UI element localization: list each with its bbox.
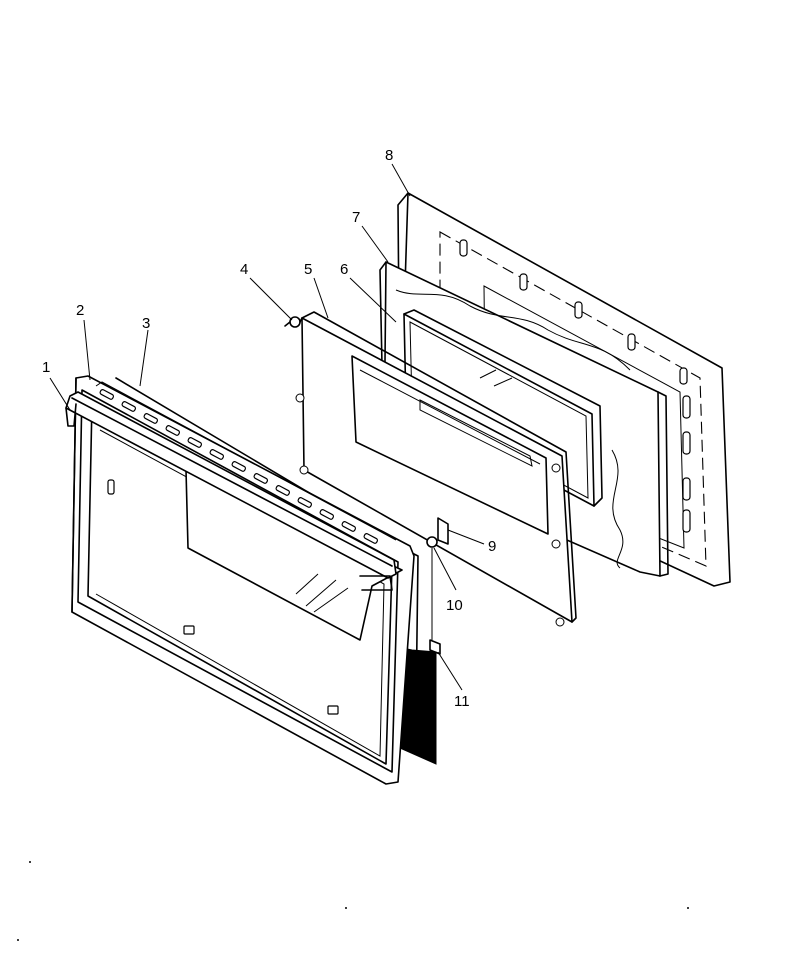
leader-4	[249, 277, 293, 321]
leader-6	[349, 277, 397, 323]
part-8-slots	[459, 239, 691, 533]
leader-8	[391, 163, 411, 197]
part-1-door-handle	[65, 391, 397, 591]
callout-4: 4	[240, 261, 248, 278]
callout-7: 7	[352, 209, 360, 226]
part-5-door-liner	[295, 311, 577, 627]
leader-11	[437, 651, 463, 691]
leader-2	[83, 319, 91, 381]
callout-11: 11	[454, 693, 470, 710]
callout-2: 2	[76, 302, 84, 319]
callout-9: 9	[488, 538, 496, 555]
callout-labels: 1 2 3 4 5 6 7 8 9 10 11	[42, 147, 496, 710]
part-2-vent-slots	[99, 389, 379, 544]
callout-10: 10	[446, 597, 463, 614]
part-5-mounting-studs	[295, 393, 565, 627]
callout-3: 3	[142, 315, 150, 332]
leader-lines	[49, 163, 485, 691]
part-2-outer-door-frame	[71, 375, 415, 785]
leader-10	[433, 547, 457, 591]
callout-6: 6	[340, 261, 348, 278]
part-10-hinge-pin	[426, 536, 438, 548]
leader-3	[139, 329, 149, 387]
callout-8: 8	[385, 147, 393, 164]
leader-5	[313, 277, 329, 319]
callout-1: 1	[42, 359, 50, 376]
part-11-hinge-clip	[429, 548, 441, 655]
leader-1	[49, 377, 71, 411]
leader-9	[447, 529, 485, 545]
leader-7	[361, 225, 389, 263]
part-9-hinge-bracket	[437, 517, 449, 545]
callout-5: 5	[304, 261, 312, 278]
part-4-screw	[284, 316, 303, 328]
scan-specks	[17, 861, 689, 941]
